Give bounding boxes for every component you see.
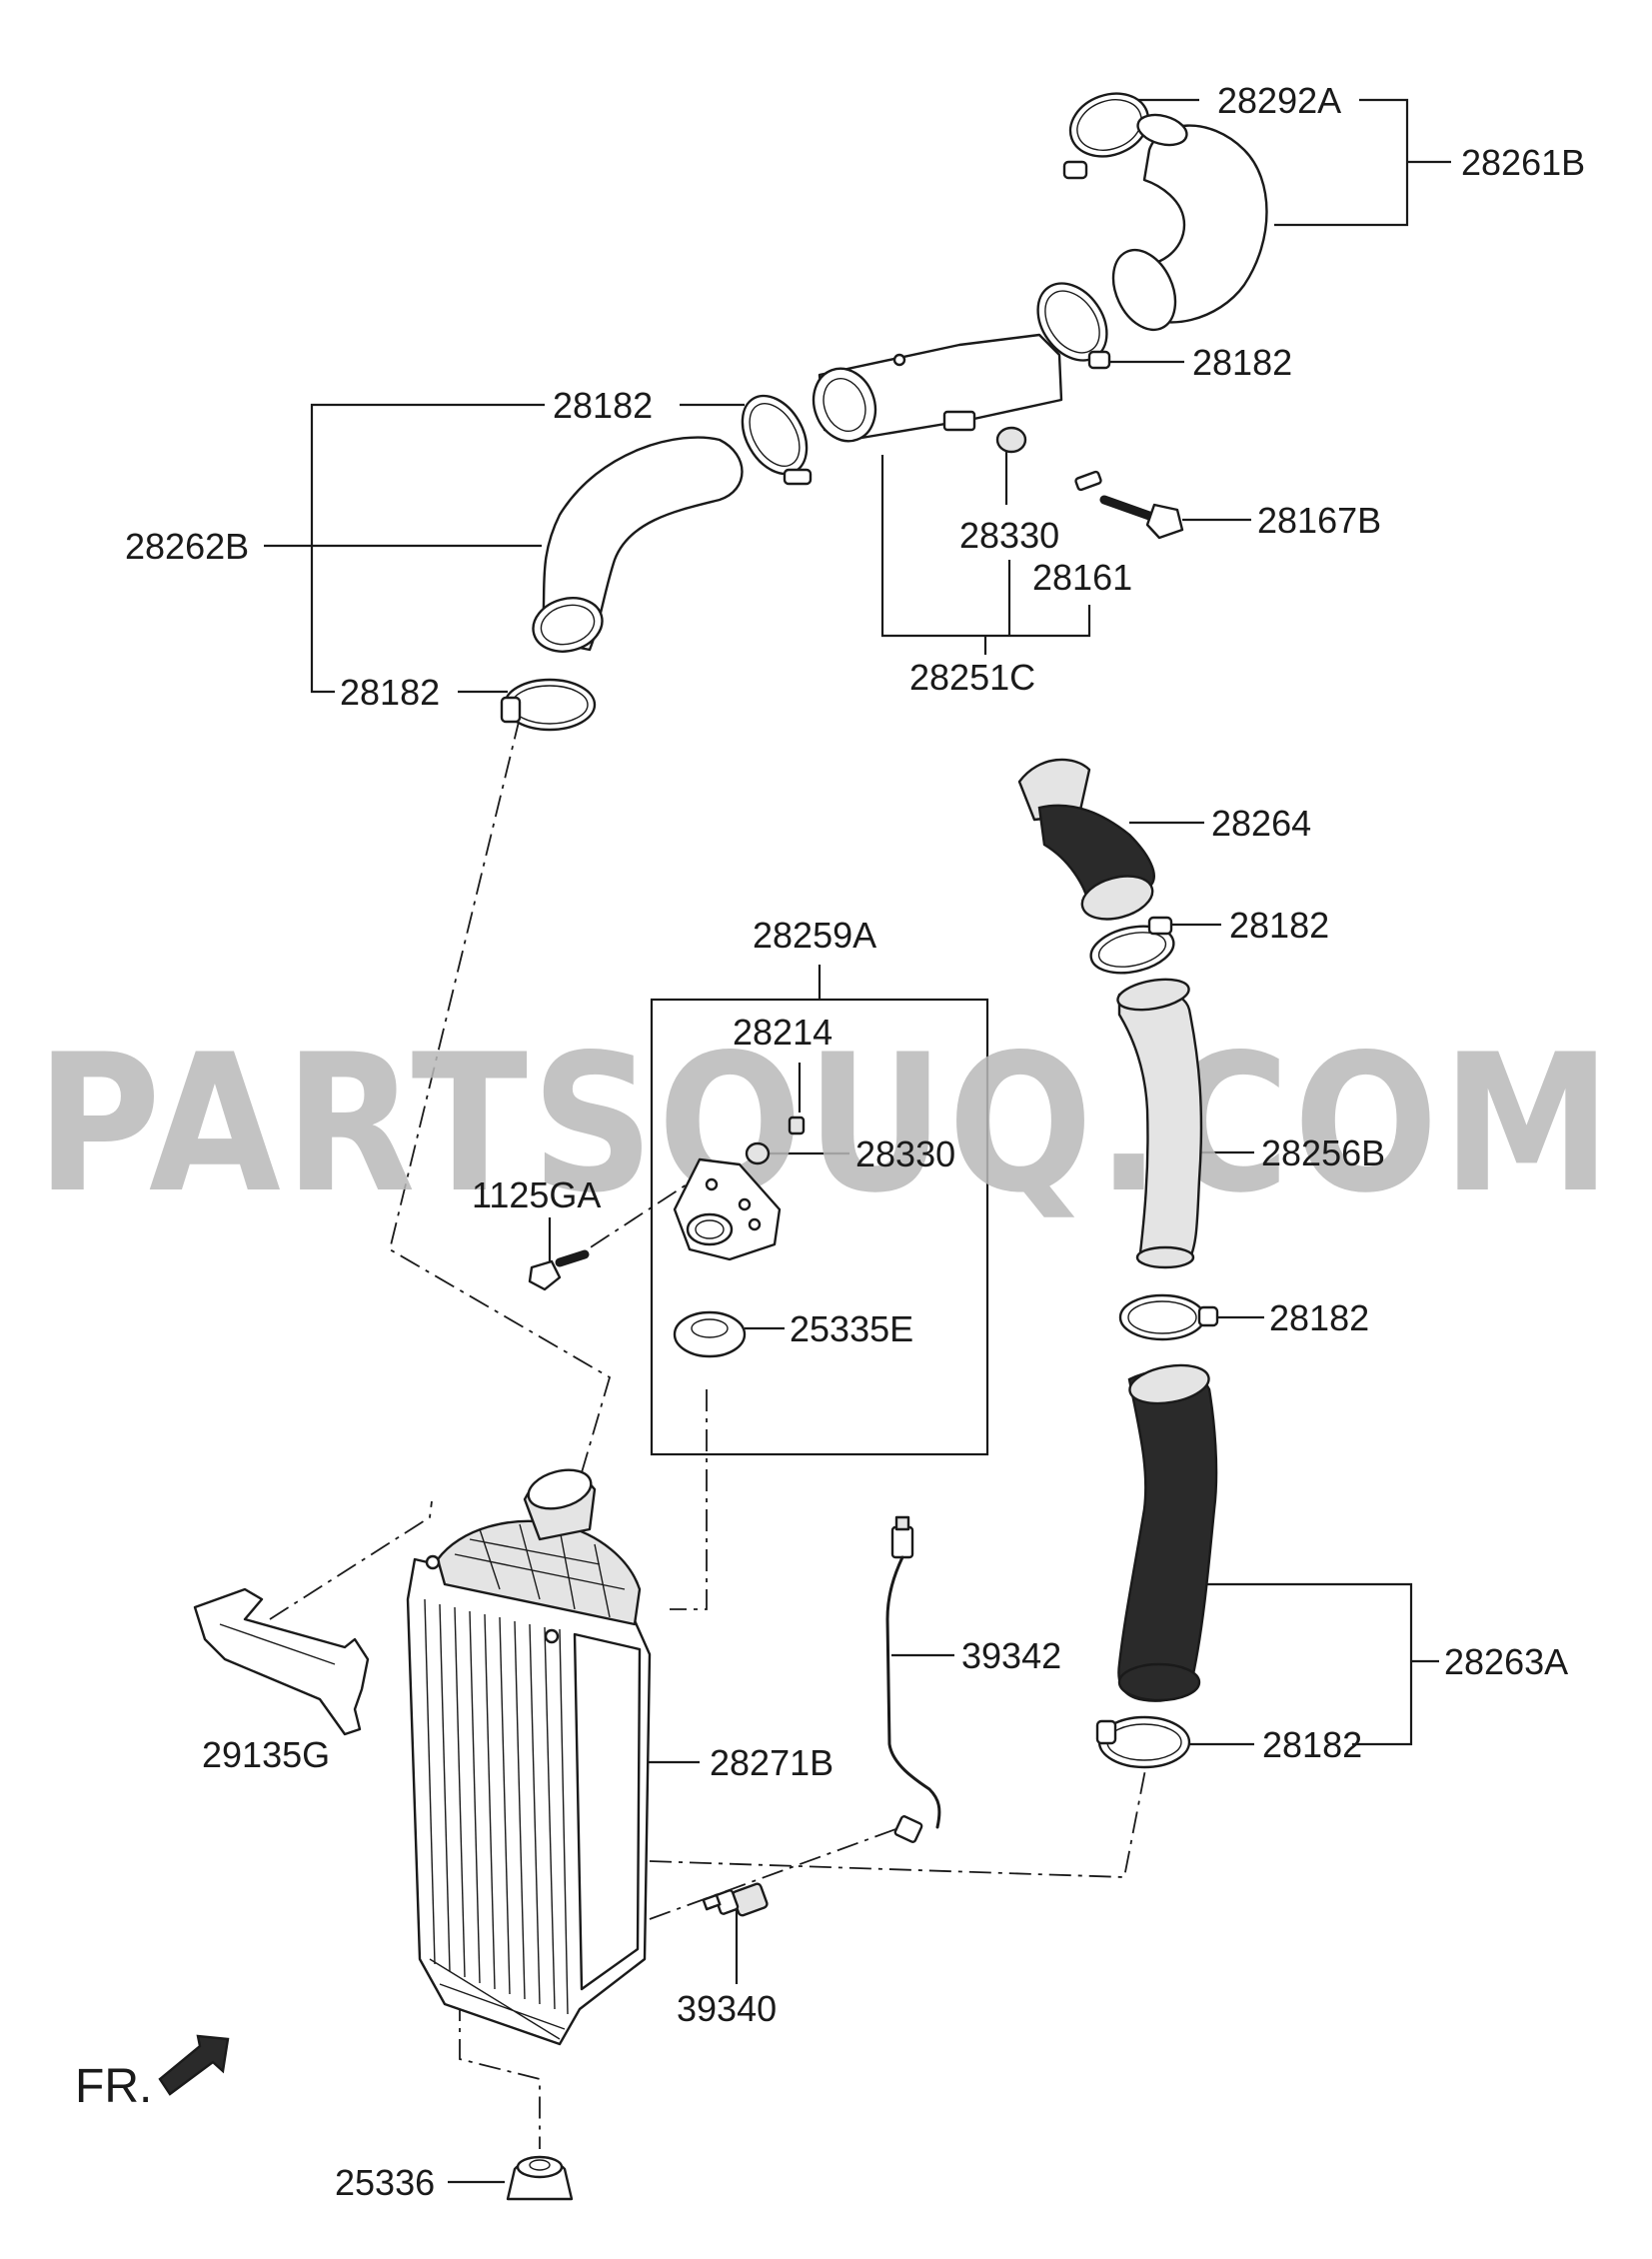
bolt-1125GA [528, 1249, 590, 1291]
assembly-dash-lines [269, 717, 1150, 2149]
sensor-39340 [702, 1882, 769, 1917]
label-28330-mid: 28330 [855, 1133, 955, 1174]
bolt-28167B [1099, 495, 1184, 540]
label-28214: 28214 [733, 1012, 832, 1053]
front-direction-label: FR. [75, 2060, 152, 2113]
label-28182-top-left: 28182 [553, 385, 653, 426]
clamp-28182-top-right [1036, 282, 1111, 370]
hose-28262B [532, 436, 744, 653]
label-39340: 39340 [677, 1988, 777, 2029]
label-29135G: 29135G [202, 1734, 330, 1775]
label-1125GA: 1125GA [472, 1174, 601, 1215]
shield-29135G [193, 1587, 370, 1736]
label-28256B: 28256B [1261, 1132, 1385, 1173]
pin-28161 [1074, 470, 1102, 492]
label-28259A: 28259A [753, 915, 876, 956]
watermark: PARTSOUQ.COM [36, 1014, 1615, 1234]
intercooler-fins [424, 1598, 569, 2015]
label-28182-mid-right: 28182 [1229, 905, 1329, 946]
hose-28264 [1017, 758, 1155, 921]
leader-lines [264, 98, 1451, 2184]
label-28262B: 28262B [125, 526, 249, 567]
label-25335E: 25335E [790, 1308, 913, 1349]
pipe-28256B [1116, 978, 1203, 1269]
collar-28214 [788, 1116, 806, 1135]
grommet-28330-top [995, 426, 1027, 454]
label-28182-top-right: 28182 [1192, 342, 1292, 383]
clamp-28182-mid-right [1089, 916, 1175, 975]
label-28167B: 28167B [1257, 500, 1381, 541]
bracket-assembly-28259A [673, 1116, 806, 1358]
label-28263A: 28263A [1444, 1641, 1568, 1682]
intercooler-28271B [406, 1468, 652, 2046]
pipe-28251C [812, 333, 1063, 443]
label-28330-top: 28330 [959, 515, 1059, 556]
label-25336: 25336 [335, 2162, 435, 2203]
label-28182-right-lower: 28182 [1269, 1297, 1369, 1338]
grommet-28330-mid [745, 1141, 771, 1165]
label-28161: 28161 [1032, 557, 1132, 598]
parts [158, 92, 1268, 2201]
label-28271B: 28271B [710, 1742, 833, 1783]
callout-labels: 28292A 28261B 28182 28182 28262B 28182 2… [75, 80, 1585, 2203]
label-39342: 39342 [961, 1635, 1061, 1676]
hose-28261B [1111, 113, 1268, 332]
grommet-25335E [673, 1310, 747, 1358]
clamp-28182-left-lower [500, 678, 597, 732]
hose-28263A [1117, 1363, 1218, 1702]
cap-25336 [506, 2155, 574, 2201]
label-28182-left-lower: 28182 [340, 672, 440, 713]
label-28182-bottom-right: 28182 [1262, 1724, 1362, 1765]
clamp-28292A [1062, 92, 1150, 180]
label-28264: 28264 [1211, 803, 1311, 844]
label-28292A: 28292A [1217, 80, 1341, 121]
label-28261B: 28261B [1461, 142, 1585, 183]
clamp-28182-right-lower [1118, 1293, 1219, 1341]
front-direction-arrow-icon [158, 2034, 230, 2096]
label-28251C: 28251C [909, 657, 1035, 698]
clamp-28182-bottom-right [1095, 1715, 1191, 1769]
clamp-28182-top-left [741, 394, 813, 486]
harness-39342 [885, 1515, 941, 1843]
